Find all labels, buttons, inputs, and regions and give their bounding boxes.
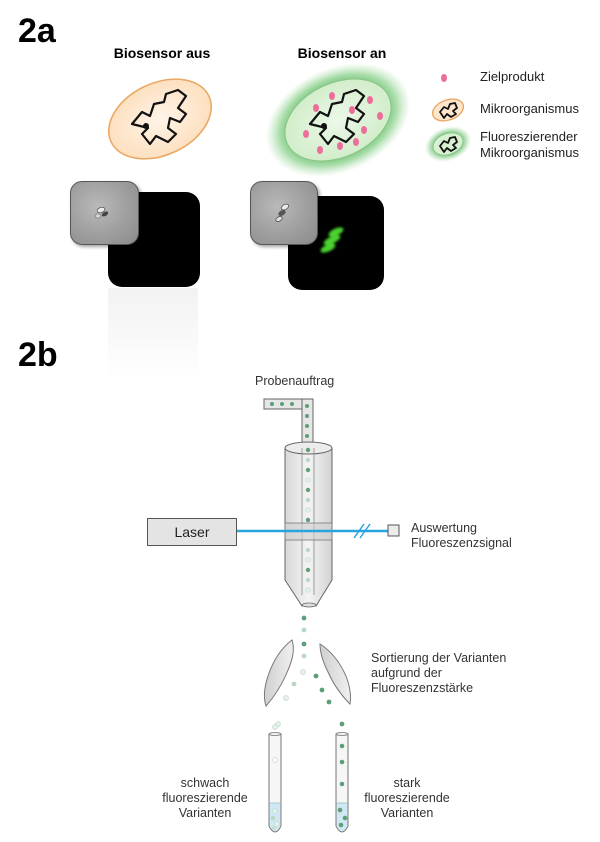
legend-fluorescent-label-line2: Mikroorganismus xyxy=(480,145,579,160)
green-fluorescent-cells-icon xyxy=(320,227,344,253)
left-deflection-plate xyxy=(263,639,294,707)
sample-inlet-pipe xyxy=(263,398,314,444)
legend-microorganism-icon xyxy=(431,98,465,122)
flow-cytometer-diagram xyxy=(236,398,400,833)
title-biosensor-on: Biosensor an xyxy=(297,45,387,61)
sorting-label-line2: aufgrund der xyxy=(371,666,442,680)
panel-label-2a: 2a xyxy=(18,12,56,50)
weak-variants-label: schwach fluoreszierende Varianten xyxy=(150,776,260,821)
title-biosensor-off: Biosensor aus xyxy=(113,45,211,61)
brightfield-image-on xyxy=(250,181,318,245)
legend-fluorescent-label-line1: Fluoreszierender xyxy=(480,129,578,144)
cell-membrane-icon xyxy=(107,78,213,160)
test-tube-icon-weak xyxy=(268,732,282,833)
droplets-in-stream xyxy=(305,447,311,593)
dna-squiggle-icon xyxy=(130,88,188,146)
dna-squiggle-icon xyxy=(308,88,366,146)
panel-label-2b: 2b xyxy=(18,336,58,374)
evaluation-label-line2: Fluoreszenzsignal xyxy=(411,536,512,550)
cells-in-brightfield-icon xyxy=(275,203,290,222)
falling-droplets xyxy=(275,615,345,727)
evaluation-label-line1: Auswertung xyxy=(411,521,478,535)
image-reflection xyxy=(108,288,198,380)
weak-label-line3: Varianten xyxy=(178,806,232,820)
cell-off-illustration xyxy=(107,78,213,160)
sorting-label-line1: Sortierung der Varianten xyxy=(371,651,507,665)
strong-label-line3: Varianten xyxy=(380,806,434,820)
laser-source: Laser xyxy=(147,518,237,546)
strong-variants-label: stark fluoreszierende Varianten xyxy=(352,776,462,821)
right-deflection-plate xyxy=(319,643,351,706)
strong-label-line2: fluoreszierende xyxy=(364,791,450,805)
detector-icon xyxy=(387,524,400,537)
strong-label-line1: stark xyxy=(393,776,421,790)
legend-microorganism-label: Mikroorganismus xyxy=(480,101,579,116)
sorting-label-line3: Fluoreszenzstärke xyxy=(371,681,474,695)
cell-membrane-icon xyxy=(284,78,392,162)
filter-icon xyxy=(353,523,365,539)
target-product-dots xyxy=(303,92,383,154)
sample-application-label: Probenauftrag xyxy=(255,374,335,388)
laser-label: Laser xyxy=(174,524,210,540)
brightfield-image-off xyxy=(70,181,139,245)
weak-label-line2: fluoreszierende xyxy=(162,791,248,805)
flow-nozzle-icon xyxy=(284,441,333,608)
legend-fluorescent-microorganism-icon xyxy=(424,126,472,162)
weak-label-line1: schwach xyxy=(180,776,230,790)
test-tube-icon-strong xyxy=(335,732,349,833)
legend-target-product-label: Zielprodukt xyxy=(480,69,545,84)
cells-in-brightfield-icon xyxy=(94,206,109,219)
legend-target-product-icon xyxy=(441,74,447,82)
cell-on-illustration xyxy=(265,62,411,178)
